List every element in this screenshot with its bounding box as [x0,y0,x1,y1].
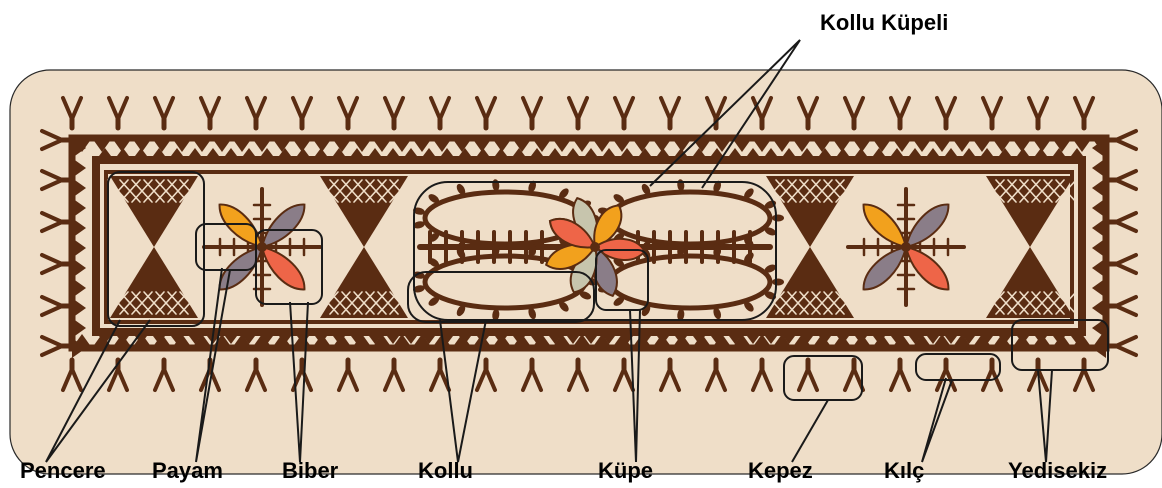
label-biber: Biber [282,458,339,483]
label-kilic: Kılç [884,458,924,483]
label-kupe: Küpe [598,458,653,483]
label-payam: Payam [152,458,223,483]
star-center [257,242,267,252]
label-kollu-kupeli: Kollu Küpeli [820,10,948,35]
label-pencere: Pencere [20,458,106,483]
kupe-center [590,242,600,252]
label-kollu: Kollu [418,458,473,483]
label-yedisekiz: Yedisekiz [1008,458,1107,483]
star-center [901,242,911,252]
payam-star [848,189,964,305]
payam-star [204,189,320,305]
label-kepez: Kepez [748,458,813,483]
kollu-leaf [772,215,784,222]
kollu-leaf [772,279,784,286]
